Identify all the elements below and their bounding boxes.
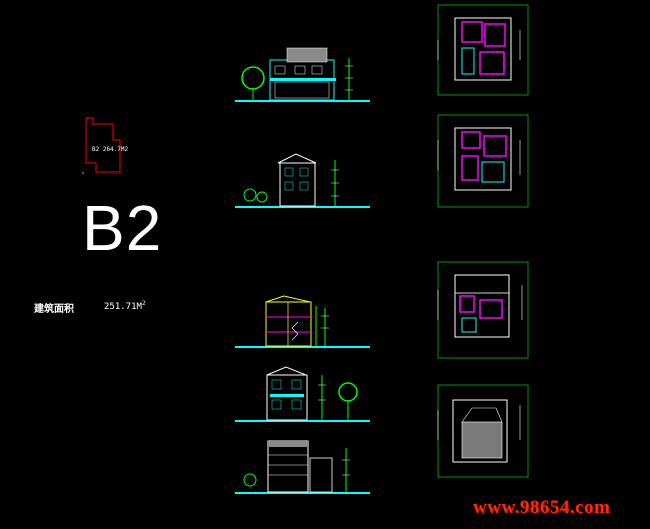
left-elevation-drawing bbox=[235, 440, 370, 494]
area-value: 251.71M2 bbox=[104, 300, 146, 312]
model-code-title: B2 bbox=[82, 192, 163, 264]
area-unit-superscript: 2 bbox=[141, 300, 146, 307]
site-plan-outline bbox=[81, 117, 121, 175]
third-floor-plan-drawing bbox=[437, 261, 529, 359]
area-number: 251.71M bbox=[104, 302, 142, 312]
front-elevation-drawing bbox=[235, 47, 370, 102]
roof-plan-drawing bbox=[437, 384, 529, 478]
rear-elevation-drawing bbox=[235, 366, 370, 422]
ground-floor-plan-drawing bbox=[437, 4, 529, 96]
second-floor-plan-drawing bbox=[437, 114, 529, 208]
site-plan-tag: B2 264.7M2 bbox=[92, 146, 129, 153]
section-drawing bbox=[235, 295, 370, 348]
side-elevation-drawing bbox=[235, 153, 370, 208]
area-label: 建筑面积 bbox=[34, 304, 74, 315]
watermark-url: www.98654.com bbox=[473, 497, 611, 518]
